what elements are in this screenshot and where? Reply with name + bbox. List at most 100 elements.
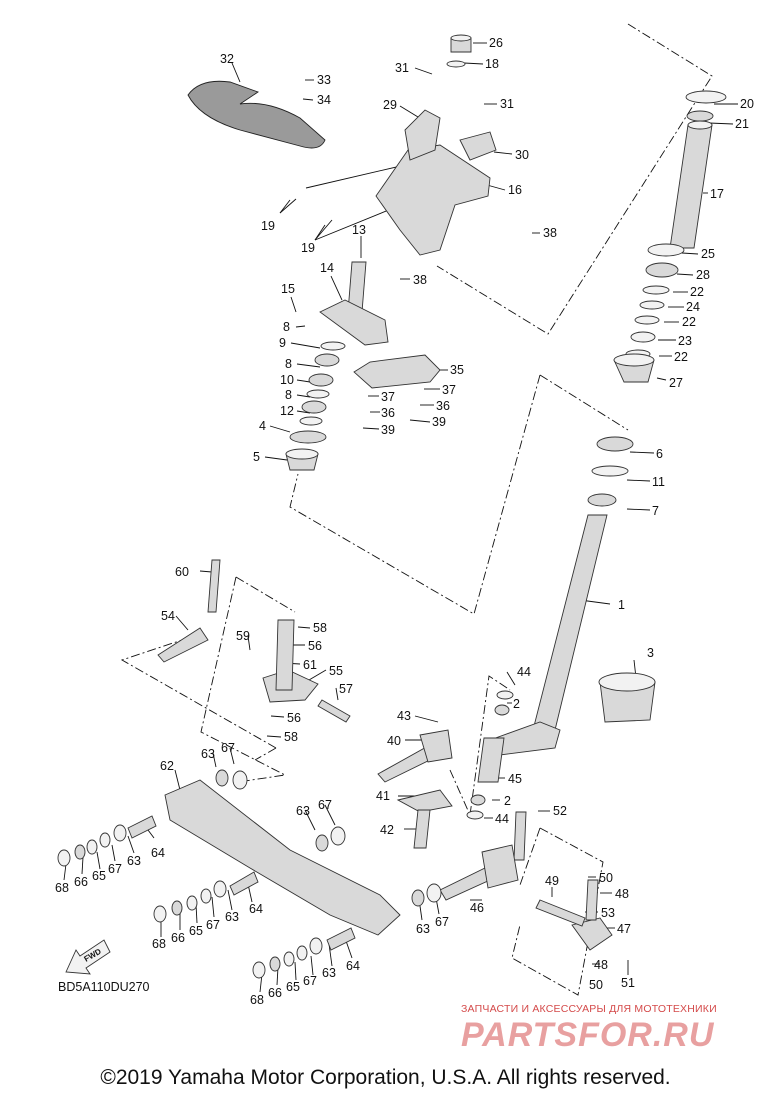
callout-46: 46 (470, 901, 484, 915)
callout-47: 47 (617, 922, 631, 936)
callout-4: 4 (259, 419, 266, 433)
callout-22: 22 (674, 350, 688, 364)
callout-56: 56 (287, 711, 301, 725)
callout-50: 50 (599, 871, 613, 885)
callout-63: 63 (322, 966, 336, 980)
callout-60: 60 (175, 565, 189, 579)
callout-53: 53 (601, 906, 615, 920)
watermark-brand: PARTSFOR.RU (461, 1016, 715, 1054)
callout-36: 36 (436, 399, 450, 413)
callout-48: 48 (594, 958, 608, 972)
callout-33: 33 (317, 73, 331, 87)
callout-15: 15 (281, 282, 295, 296)
callout-29: 29 (383, 98, 397, 112)
callout-40: 40 (387, 734, 401, 748)
callout-37: 37 (381, 390, 395, 404)
callout-65: 65 (286, 980, 300, 994)
callout-17: 17 (710, 187, 724, 201)
callout-67: 67 (108, 862, 122, 876)
tie-bar-shape (164, 779, 401, 936)
callout-8: 8 (285, 388, 292, 402)
callout-38: 38 (413, 273, 427, 287)
callout-2: 2 (504, 794, 511, 808)
watermark-tagline: ЗАПЧАСТИ И АКСЕССУАРЫ ДЛЯ МОТОТЕХНИКИ (461, 1003, 717, 1015)
callout-64: 64 (346, 959, 360, 973)
link-arm-shape (353, 354, 441, 389)
callout-44: 44 (495, 812, 509, 826)
callout-43: 43 (397, 709, 411, 723)
callout-19: 19 (301, 241, 315, 255)
callout-62: 62 (160, 759, 174, 773)
fwd-arrow-icon: FWD (65, 939, 111, 975)
callout-8: 8 (283, 320, 290, 334)
callout-63: 63 (296, 804, 310, 818)
callout-31: 31 (500, 97, 514, 111)
callout-16: 16 (508, 183, 522, 197)
callout-2: 2 (513, 697, 520, 711)
callout-64: 64 (151, 846, 165, 860)
callout-10: 10 (280, 373, 294, 387)
callout-68: 68 (55, 881, 69, 895)
callout-67: 67 (303, 974, 317, 988)
callout-28: 28 (696, 268, 710, 282)
callout-34: 34 (317, 93, 331, 107)
callout-51: 51 (621, 976, 635, 990)
callout-36: 36 (381, 406, 395, 420)
callout-58: 58 (313, 621, 327, 635)
callout-21: 21 (735, 117, 749, 131)
callout-50: 50 (589, 978, 603, 992)
callout-58: 58 (284, 730, 298, 744)
callout-3: 3 (647, 646, 654, 660)
callout-25: 25 (701, 247, 715, 261)
callout-44: 44 (517, 665, 531, 679)
callout-26: 26 (489, 36, 503, 50)
callout-63: 63 (416, 922, 430, 936)
callout-67: 67 (221, 741, 235, 755)
part-shapes: FWD (57, 34, 727, 979)
callout-59: 59 (236, 629, 250, 643)
callout-56: 56 (308, 639, 322, 653)
callout-48: 48 (615, 887, 629, 901)
callout-68: 68 (152, 937, 166, 951)
callout-65: 65 (189, 924, 203, 938)
callout-67: 67 (435, 915, 449, 929)
callout-9: 9 (279, 336, 286, 350)
rod-end-group-middle (153, 871, 259, 923)
callout-41: 41 (376, 789, 390, 803)
callout-39: 39 (381, 423, 395, 437)
callout-67: 67 (318, 798, 332, 812)
callout-63: 63 (127, 854, 141, 868)
callout-20: 20 (740, 97, 754, 111)
callout-5: 5 (253, 450, 260, 464)
callout-7: 7 (652, 504, 659, 518)
diagram-code: BD5A110DU270 (58, 980, 150, 994)
callout-18: 18 (485, 57, 499, 71)
callout-24: 24 (686, 300, 700, 314)
callout-12: 12 (280, 404, 294, 418)
callout-30: 30 (515, 148, 529, 162)
callout-39: 39 (432, 415, 446, 429)
steering-column-shape (532, 514, 608, 731)
callout-49: 49 (545, 874, 559, 888)
callout-6: 6 (656, 447, 663, 461)
callout-19: 19 (261, 219, 275, 233)
callout-23: 23 (678, 334, 692, 348)
callout-63: 63 (225, 910, 239, 924)
callout-61: 61 (303, 658, 317, 672)
assembly-guide-lines (120, 23, 713, 996)
callout-37: 37 (442, 383, 456, 397)
callout-32: 32 (220, 52, 234, 66)
callout-57: 57 (339, 682, 353, 696)
callout-66: 66 (74, 875, 88, 889)
callout-22: 22 (682, 315, 696, 329)
callout-38: 38 (543, 226, 557, 240)
callout-67: 67 (206, 918, 220, 932)
callout-55: 55 (329, 664, 343, 678)
callout-13: 13 (352, 223, 366, 237)
steering-tube-upper-shape (669, 124, 713, 249)
callout-54: 54 (161, 609, 175, 623)
rod-end-group-left (57, 815, 157, 867)
callout-22: 22 (690, 285, 704, 299)
callout-64: 64 (249, 902, 263, 916)
